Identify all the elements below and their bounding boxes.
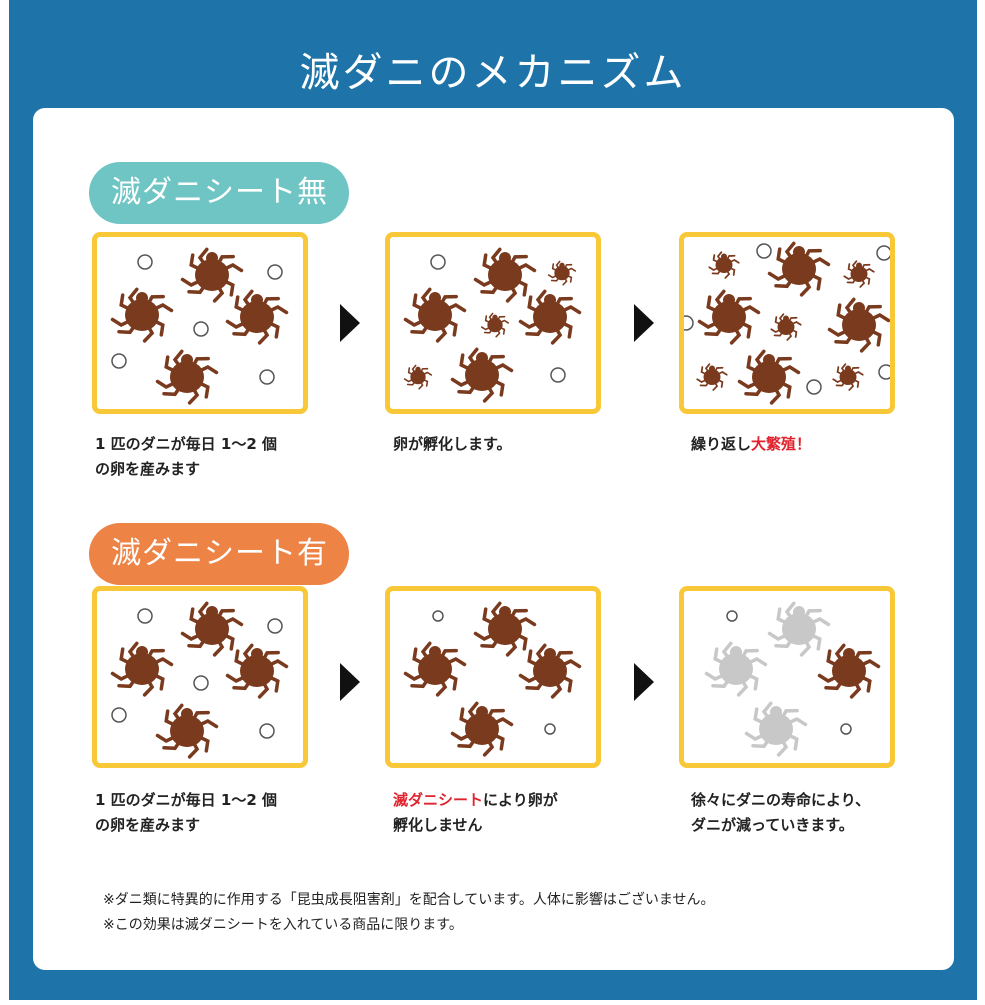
caption-highlight: 大繁殖！: [751, 435, 812, 453]
mite-icon: [547, 260, 577, 286]
with-sheet-label: 滅ダニシート有り: [89, 523, 349, 633]
mite-icon: [843, 260, 875, 288]
without-sheet-label: 滅ダニシート無し: [89, 162, 349, 272]
mite-illustration: [403, 247, 582, 403]
egg-icon: [726, 610, 738, 622]
panel-without-1: [92, 232, 308, 414]
mite-icon: [110, 641, 174, 697]
egg-icon: [137, 608, 153, 624]
egg-icon: [193, 675, 209, 691]
mite-icon: [473, 601, 537, 657]
egg-icon: [259, 723, 275, 739]
egg-icon: [430, 254, 446, 270]
mite-icon: [767, 241, 831, 297]
egg-icon: [267, 618, 283, 634]
egg-icon: [111, 707, 127, 723]
egg-icon: [259, 369, 275, 385]
mite-illustration: [684, 241, 890, 405]
caption-line: 徐々にダニの寿命により、: [691, 791, 871, 809]
arrow-right-icon: [340, 304, 360, 342]
caption-without-2: 卵が孵化します。: [393, 432, 623, 457]
caption-line: 滅ダニシートにより卵が: [393, 788, 623, 813]
content-card: 滅ダニシート無し 1 匹のダニが毎日 1〜2 個 の卵を産みます 卵が孵化します…: [33, 108, 954, 970]
mite-icon: [708, 251, 740, 279]
egg-icon: [550, 367, 566, 383]
mite-icon: [518, 643, 582, 699]
egg-icon: [544, 723, 556, 735]
caption-line: 卵が孵化します。: [393, 435, 512, 453]
mite-icon: [518, 289, 582, 345]
page-title: 滅ダニのメカニズム: [299, 50, 687, 96]
egg-icon: [111, 353, 127, 369]
caption-without-3: 繰り返し大繁殖！: [691, 432, 921, 457]
mite-icon: [827, 297, 890, 353]
mite-icon: [817, 643, 881, 699]
arrow-right-icon: [634, 663, 654, 701]
mite-icon: [180, 601, 244, 657]
caption-highlight: 滅ダニシート: [393, 791, 484, 809]
egg-icon: [684, 315, 694, 331]
caption-without-1: 1 匹のダニが毎日 1〜2 個 の卵を産みます: [95, 432, 325, 482]
outer-frame: 滅ダニのメカニズム 滅ダニシート無し 1 匹のダニが毎日 1〜2 個 の卵を産み…: [9, 0, 977, 1000]
panel-without-3: [679, 232, 895, 414]
egg-icon: [267, 264, 283, 280]
mite-icon: [704, 641, 768, 697]
arrow-right-icon: [340, 663, 360, 701]
footnote: ※ダニ類に特異的に作用する「昆虫成長阻害剤」を配合しています。人体に影響はござい…: [103, 892, 715, 908]
mite-icon: [770, 313, 802, 341]
arrow-right-icon: [634, 304, 654, 342]
caption-line: 1 匹のダニが毎日 1〜2 個: [95, 791, 277, 809]
caption-with-2: 滅ダニシートにより卵が 孵化しません: [393, 788, 623, 838]
mite-icon: [450, 701, 514, 757]
mite-icon: [744, 701, 808, 757]
mite-icon: [110, 287, 174, 343]
egg-icon: [806, 379, 822, 395]
mite-icon: [767, 601, 831, 657]
egg-icon: [432, 610, 444, 622]
caption-text: により卵が: [483, 791, 558, 809]
caption-with-1: 1 匹のダニが毎日 1〜2 個 の卵を産みます: [95, 788, 325, 838]
panel-with-2: [385, 586, 601, 768]
mite-illustration: [110, 601, 289, 759]
caption-line: の卵を産みます: [95, 460, 201, 478]
mite-illustration: [704, 601, 881, 757]
mite-icon: [403, 641, 467, 697]
egg-icon: [840, 723, 852, 735]
panel-without-2: [385, 232, 601, 414]
caption-line: 孵化しません: [393, 816, 483, 834]
egg-icon: [878, 364, 890, 380]
mite-icon: [832, 363, 864, 391]
caption-line: の卵を産みます: [95, 816, 201, 834]
mite-icon: [737, 349, 801, 405]
caption-line: ダニが減っていきます。: [691, 816, 854, 834]
mite-icon: [403, 287, 467, 343]
caption-with-3: 徐々にダニの寿命により、 ダニが減っていきます。: [691, 788, 921, 838]
egg-icon: [137, 254, 153, 270]
mite-icon: [225, 289, 289, 345]
egg-icon: [193, 321, 209, 337]
mite-icon: [225, 643, 289, 699]
mite-icon: [473, 247, 537, 303]
mite-icon: [180, 247, 244, 303]
footnotes: ※ダニ類に特異的に作用する「昆虫成長阻害剤」を配合しています。人体に影響はござい…: [103, 888, 715, 938]
mite-icon: [155, 349, 219, 405]
footnote: ※この効果は滅ダニシートを入れている商品に限ります。: [103, 917, 463, 933]
panel-with-1: [92, 586, 308, 768]
mite-icon: [403, 364, 433, 390]
panel-with-3: [679, 586, 895, 768]
egg-icon: [756, 243, 772, 259]
mite-icon: [480, 312, 510, 338]
caption-text: 繰り返し: [691, 435, 752, 453]
caption-line: 1 匹のダニが毎日 1〜2 個: [95, 435, 277, 453]
egg-icon: [876, 245, 890, 261]
mite-icon: [155, 703, 219, 759]
mite-illustration: [110, 247, 289, 405]
mite-icon: [696, 363, 728, 391]
mite-icon: [450, 347, 514, 403]
mite-icon: [697, 289, 761, 345]
mite-illustration: [403, 601, 582, 757]
